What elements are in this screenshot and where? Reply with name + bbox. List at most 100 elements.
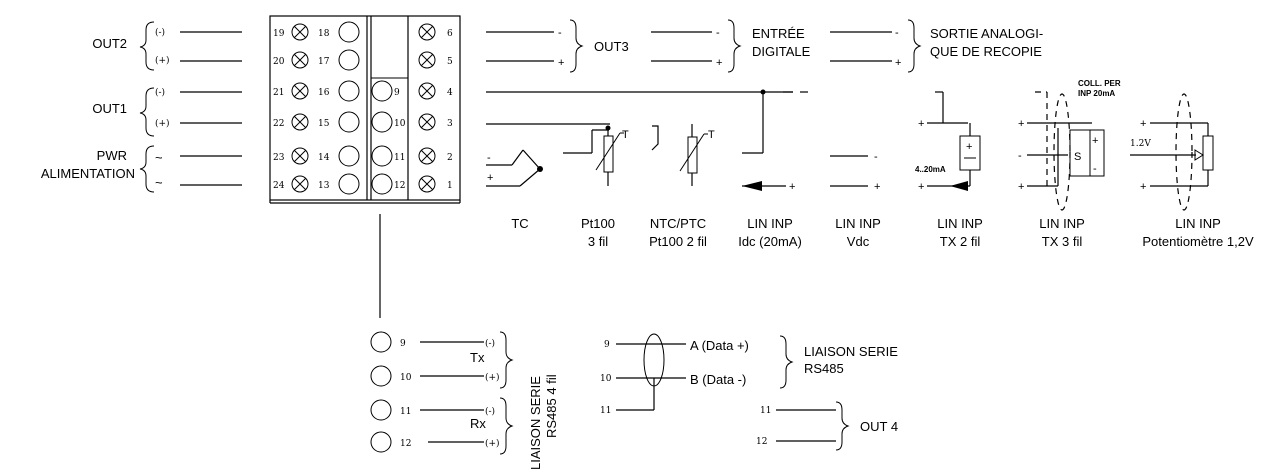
term-3: 3 bbox=[447, 119, 453, 129]
tc-plus: + bbox=[487, 172, 493, 184]
analog-output-group: - + SORTIE ANALOGI- QUE DE RECOPIE bbox=[830, 19, 1043, 73]
left-wire-labels: (-) (+) (-) (+) ~ ~ bbox=[155, 27, 170, 190]
caption-idc: LIN INP bbox=[747, 216, 793, 231]
caption-tx3-sub: TX 3 fil bbox=[1042, 234, 1083, 249]
term-20: 20 bbox=[273, 57, 285, 67]
input-bus bbox=[486, 89, 808, 131]
term-17: 17 bbox=[318, 57, 330, 67]
s4-rx-plus: (+) bbox=[485, 438, 500, 449]
screw-icon bbox=[418, 147, 436, 165]
term-23: 23 bbox=[273, 153, 285, 163]
caption-vdc: LIN INP bbox=[835, 216, 881, 231]
screw-icon bbox=[291, 23, 309, 41]
ntc-ptc-symbol: T bbox=[651, 124, 715, 186]
out3-plus: + bbox=[558, 57, 564, 69]
term-13: 13 bbox=[318, 181, 330, 191]
term-9: 9 bbox=[394, 88, 400, 98]
idc-input-symbol: + bbox=[742, 92, 795, 193]
out4-section: 11 12 OUT 4 bbox=[756, 401, 898, 451]
sortie-label-1: SORTIE ANALOGI- bbox=[930, 26, 1043, 41]
out3-group: - + OUT3 bbox=[486, 19, 629, 73]
data-minus-label: B (Data -) bbox=[690, 372, 746, 387]
tx3-minus: - bbox=[1018, 150, 1022, 162]
tx2-ma-label: 4..20mA bbox=[915, 165, 946, 174]
pwr-label: PWR bbox=[97, 148, 127, 163]
out3-label: OUT3 bbox=[594, 39, 629, 54]
s4-pin-11: 11 bbox=[400, 407, 411, 417]
screw-icon bbox=[291, 51, 309, 69]
data-plus-label: A (Data +) bbox=[690, 338, 749, 353]
s4-pin-12: 12 bbox=[400, 439, 411, 449]
din-plus: + bbox=[716, 57, 722, 69]
rx-label: Rx bbox=[470, 416, 486, 431]
out2-minus: (-) bbox=[155, 27, 165, 38]
rs-pin-9: 9 bbox=[604, 340, 610, 350]
term-6: 6 bbox=[447, 29, 453, 39]
term-24: 24 bbox=[273, 181, 285, 191]
term-14: 14 bbox=[318, 153, 330, 163]
rs485-4fil-vertical: RS485 4 fil bbox=[544, 374, 559, 438]
tx3-box-plus: + bbox=[1092, 135, 1098, 147]
idc-plus: + bbox=[789, 181, 795, 193]
caption-pot: LIN INP bbox=[1175, 216, 1221, 231]
caption-ntc-sub: Pt100 2 fil bbox=[649, 234, 707, 249]
term-2: 2 bbox=[447, 153, 453, 163]
caption-tc: TC bbox=[511, 216, 528, 231]
left-wires bbox=[180, 31, 242, 186]
tx3-s-label: S bbox=[1074, 151, 1081, 163]
rs485-label: RS485 bbox=[804, 361, 844, 376]
aout-minus: - bbox=[895, 27, 899, 39]
caption-idc-sub: Idc (20mA) bbox=[738, 234, 802, 249]
caption-tx2-sub: TX 2 fil bbox=[940, 234, 981, 249]
rs485-section: 9 10 11 A (Data +) B (Data -) LIAISON SE… bbox=[600, 333, 898, 416]
thermocouple-symbol: - + bbox=[486, 149, 543, 187]
vdc-minus: - bbox=[874, 151, 878, 163]
digitale-label: DIGITALE bbox=[752, 44, 811, 59]
tx-label: Tx bbox=[470, 350, 485, 365]
tc-minus: - bbox=[487, 152, 491, 164]
caption-pot-sub: Potentiomètre 1,2V bbox=[1142, 234, 1254, 249]
tx2-input-symbol: + + 4..20mA + bbox=[915, 91, 981, 193]
out2-plus: (+) bbox=[155, 55, 170, 66]
pot-plus-2: + bbox=[1140, 181, 1146, 193]
caption-pt100-sub: 3 fil bbox=[588, 234, 608, 249]
din-minus: - bbox=[716, 27, 720, 39]
term-21: 21 bbox=[273, 88, 284, 98]
entree-label: ENTRÉE bbox=[752, 26, 805, 41]
term-1: 1 bbox=[447, 181, 453, 191]
tx3-box-minus: - bbox=[1093, 163, 1097, 175]
terminal-block bbox=[269, 15, 461, 204]
screw-icon bbox=[291, 113, 309, 131]
term-22: 22 bbox=[273, 119, 284, 129]
terminal-numbers: 19 20 21 22 23 24 18 17 16 15 14 13 9 10… bbox=[273, 29, 453, 191]
caption-vdc-sub: Vdc bbox=[847, 234, 870, 249]
screw-icon bbox=[291, 82, 309, 100]
term-19: 19 bbox=[273, 29, 285, 39]
sortie-label-2: QUE DE RECOPIE bbox=[930, 44, 1042, 59]
pt100-3fil-symbol: T bbox=[563, 128, 629, 186]
term-5: 5 bbox=[447, 57, 453, 67]
liaison-serie-label: LIAISON SERIE bbox=[804, 344, 898, 359]
caption-tx3: LIN INP bbox=[1039, 216, 1085, 231]
pot-1-2v-label: 1.2V bbox=[1130, 139, 1151, 149]
screw-icon bbox=[291, 147, 309, 165]
s4-pin-10: 10 bbox=[400, 373, 412, 383]
term-12: 12 bbox=[394, 181, 405, 191]
rs-pin-10: 10 bbox=[600, 374, 612, 384]
input-captions: TC Pt100 3 fil NTC/PTC Pt100 2 fil LIN I… bbox=[511, 216, 1254, 249]
screw-icon bbox=[418, 82, 436, 100]
caption-tx2: LIN INP bbox=[937, 216, 983, 231]
caption-pt100: Pt100 bbox=[581, 216, 615, 231]
ntc-t-label: T bbox=[708, 129, 715, 141]
term-15: 15 bbox=[318, 119, 330, 129]
screw-icon bbox=[418, 51, 436, 69]
rs485-4fil-section: 9 10 11 12 (-) (+) (-) (+) Tx Rx LIAISON… bbox=[370, 331, 559, 470]
out1-minus: (-) bbox=[155, 87, 165, 98]
tx3-plus-2: + bbox=[1018, 181, 1024, 193]
vdc-plus: + bbox=[874, 181, 880, 193]
s4-tx-minus: (-) bbox=[485, 338, 495, 349]
coll-label-2: INP 20mA bbox=[1078, 89, 1115, 98]
coll-label-1: COLL. PER bbox=[1078, 79, 1121, 88]
out4-pin-11: 11 bbox=[760, 406, 771, 416]
